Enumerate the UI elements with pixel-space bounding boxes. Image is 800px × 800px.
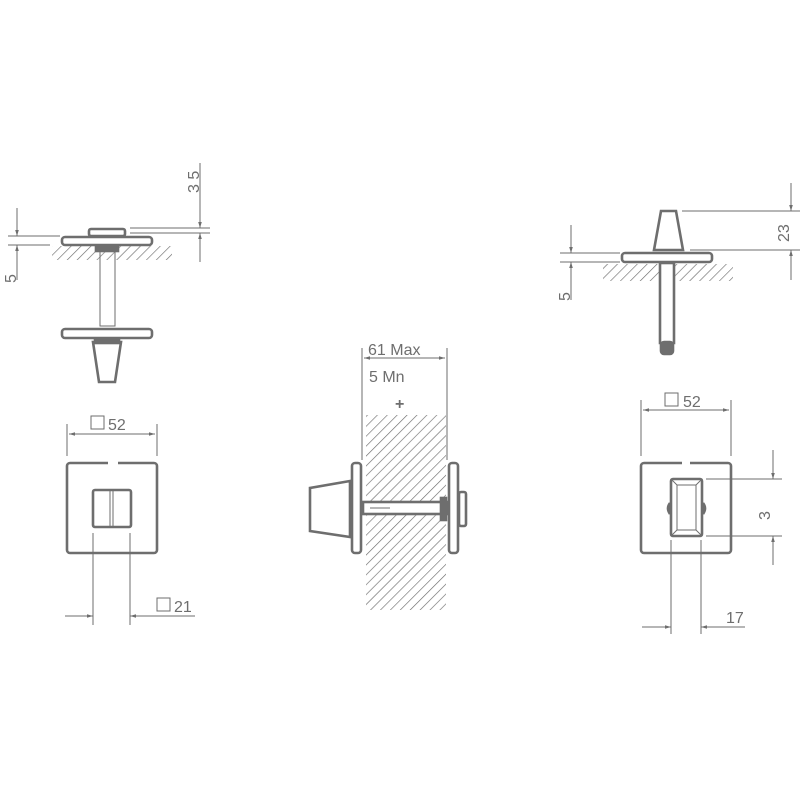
dim-right-turn-height: 23	[776, 224, 793, 242]
dim-left-plate-height: 3 5	[186, 171, 203, 193]
rose-plate	[60, 235, 154, 247]
door-section: 61 Max 5 Mn +	[308, 342, 468, 610]
turn-knob	[91, 340, 123, 384]
rose-plate	[620, 251, 714, 264]
square-symbol-icon	[664, 392, 679, 407]
square-symbol-icon	[156, 597, 171, 612]
centre-marker: +	[395, 396, 404, 413]
turn-piece	[669, 477, 704, 538]
rose-plate-inner	[60, 327, 154, 340]
front-view-left: 52 21	[65, 415, 195, 625]
dim-right-turn-width: 17	[726, 610, 744, 627]
dim-left-release-square: 21	[174, 599, 192, 616]
side-view-left: 5 3 5	[3, 163, 210, 384]
rose-right	[447, 461, 460, 555]
release-cap	[87, 227, 127, 238]
dim-left-rose-thickness: 5	[3, 274, 20, 283]
dim-right-turn-height: 3	[757, 511, 774, 520]
dim-right-rose-square: 52	[683, 394, 701, 411]
release-cap	[457, 490, 468, 528]
spindle	[658, 261, 676, 345]
dim-door-max: 61 Max	[368, 342, 420, 359]
dim-right-rose-thickness: 5	[557, 292, 574, 301]
release-slot	[91, 488, 133, 529]
dim-door-min: 5 Mn	[369, 369, 405, 386]
rose-left	[350, 461, 363, 555]
spindle-tip	[659, 340, 675, 356]
square-symbol-icon	[90, 415, 105, 430]
wall-hatch	[52, 246, 172, 260]
turn-knob	[652, 209, 685, 252]
side-view-right: 5 23	[557, 183, 800, 356]
turn-knob	[308, 479, 352, 539]
front-view-right: 52 3 17	[639, 392, 782, 634]
dim-left-rose-square: 52	[108, 417, 126, 434]
